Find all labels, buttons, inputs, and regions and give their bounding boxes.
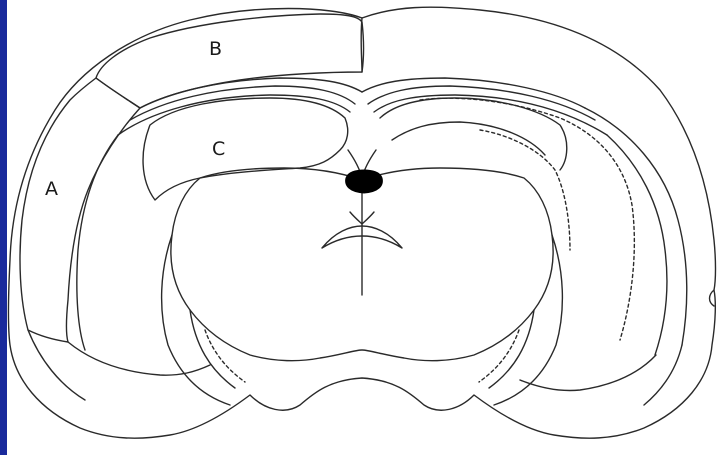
region-label-c: C xyxy=(212,138,225,160)
region-c-boundary xyxy=(143,98,348,200)
region-b-boundary xyxy=(96,14,364,108)
ventricle-fill xyxy=(346,170,383,193)
region-label-a: A xyxy=(45,178,58,200)
region-a-boundary xyxy=(20,78,140,342)
region-label-b: B xyxy=(209,38,222,60)
